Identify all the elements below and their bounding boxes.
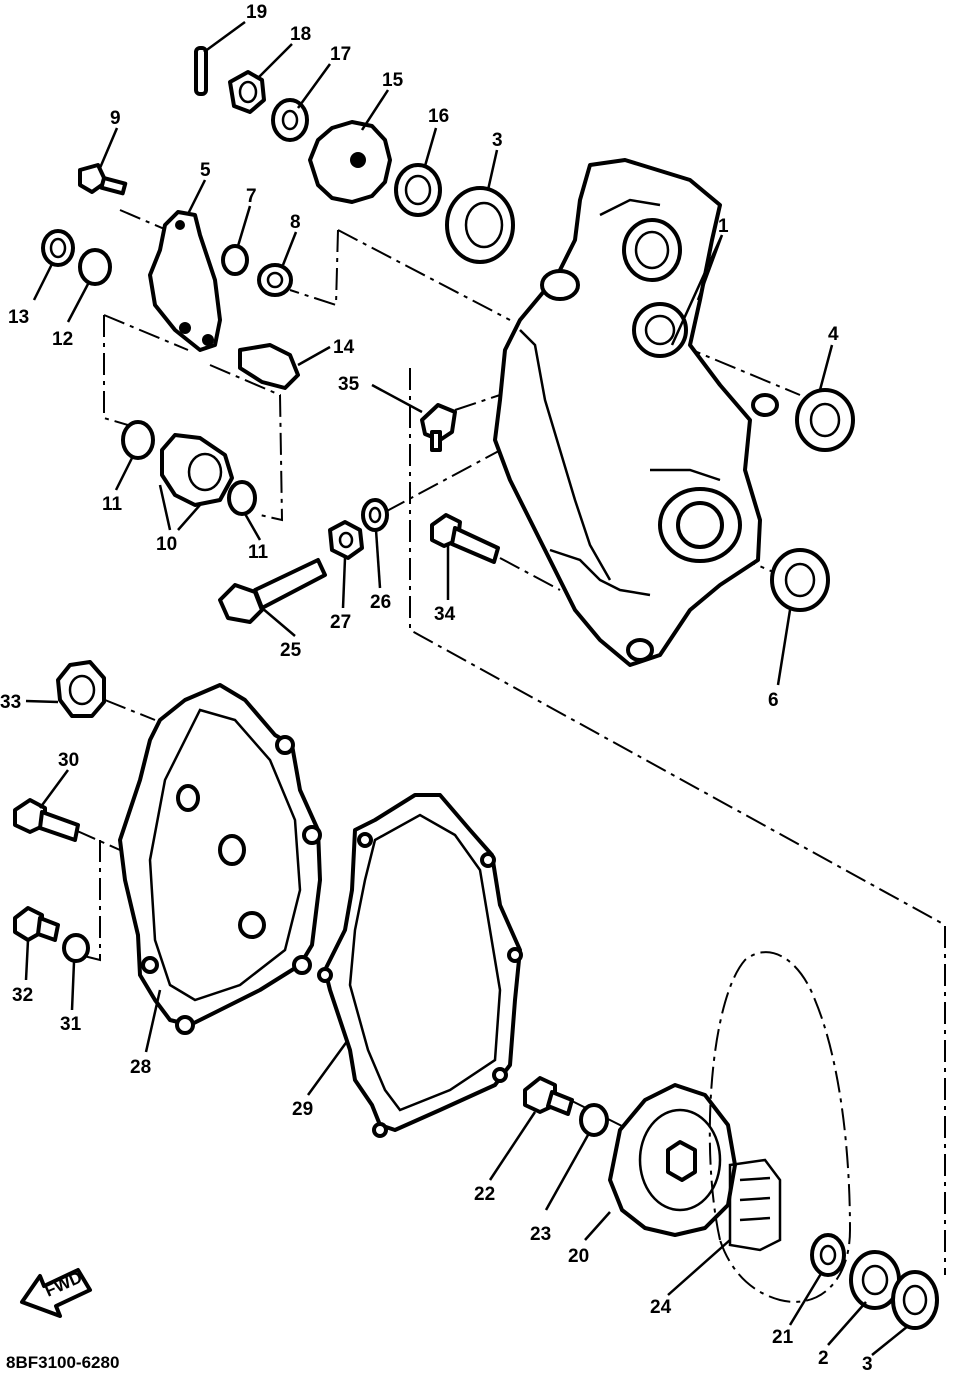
lever-5	[148, 210, 222, 352]
bolt-22	[523, 1076, 574, 1116]
oil-seal-4	[795, 388, 855, 452]
circlip-13	[41, 229, 75, 267]
callout-10: 10	[156, 534, 177, 555]
forward-arrow: FWD	[20, 1268, 92, 1318]
sprocket-20	[608, 1083, 737, 1237]
washer-12	[78, 248, 112, 286]
callout-30: 30	[58, 750, 79, 771]
collar-21	[810, 1233, 846, 1277]
washer-17	[271, 98, 309, 142]
callout-27: 27	[330, 612, 351, 633]
crankcase-cover-part	[493, 158, 779, 667]
callout-1: 1	[718, 216, 729, 237]
callout-21: 21	[772, 1327, 794, 1348]
callout-4: 4	[828, 324, 839, 345]
callout-labels: 19 18 17 15 16 3 9 5 7 8 1 13 12 14 4 35…	[0, 2, 873, 1375]
callout-34: 34	[434, 604, 456, 625]
chain-24	[708, 951, 852, 1303]
callout-3: 3	[492, 130, 503, 151]
leader-lines	[24, 20, 909, 1356]
bolt-25	[218, 558, 327, 624]
washer-26	[361, 498, 389, 532]
callout-8: 8	[290, 212, 301, 233]
pin-14	[238, 343, 300, 390]
callout-7: 7	[246, 186, 257, 207]
bolt-30	[13, 798, 80, 842]
washer-7	[221, 244, 249, 276]
callout-24: 24	[650, 1297, 672, 1318]
callout-11-right: 11	[248, 542, 269, 563]
oil-seal-6	[770, 548, 830, 612]
outer-cover-28	[118, 683, 322, 1035]
washer-31	[62, 933, 90, 963]
callout-14: 14	[333, 337, 355, 358]
bolt-34	[430, 513, 500, 564]
bolt-32	[13, 906, 60, 942]
nut-27	[328, 520, 364, 560]
callout-31: 31	[60, 1014, 82, 1035]
callout-9: 9	[110, 108, 121, 129]
gasket-29	[317, 793, 523, 1138]
bearing-3-bottom	[891, 1270, 939, 1330]
callout-19: 19	[246, 2, 267, 23]
callout-17: 17	[330, 44, 351, 65]
callout-22: 22	[474, 1184, 495, 1205]
collar-16	[394, 163, 442, 217]
pin-19	[194, 46, 208, 96]
bearing-3-top	[445, 186, 515, 264]
callout-15: 15	[382, 70, 404, 91]
callout-23: 23	[530, 1224, 551, 1245]
washer-23	[579, 1103, 609, 1137]
callout-35: 35	[338, 374, 360, 395]
callout-12: 12	[52, 329, 73, 350]
callout-18: 18	[290, 24, 311, 45]
callout-26: 26	[370, 592, 391, 613]
seal-33	[56, 660, 106, 718]
callout-16: 16	[428, 106, 449, 127]
callout-29: 29	[292, 1099, 313, 1120]
callout-33: 33	[0, 692, 21, 713]
callout-28: 28	[130, 1057, 151, 1078]
callout-3-bottom: 3	[862, 1354, 873, 1375]
roller-10	[121, 420, 257, 516]
callout-13: 13	[8, 307, 29, 328]
gear-15	[308, 120, 392, 204]
callout-11-left: 11	[102, 494, 123, 515]
callout-25: 25	[280, 640, 302, 661]
callout-20: 20	[568, 1246, 589, 1267]
callout-6: 6	[768, 690, 779, 711]
drawing-code: 8BF3100-6280	[6, 1353, 119, 1372]
callout-5: 5	[200, 160, 211, 181]
callout-32: 32	[12, 985, 33, 1006]
callout-2: 2	[818, 1348, 829, 1369]
fitting-35	[420, 403, 457, 452]
bush-8	[257, 263, 293, 297]
bolt-9	[78, 163, 128, 196]
nut-18	[228, 70, 266, 114]
